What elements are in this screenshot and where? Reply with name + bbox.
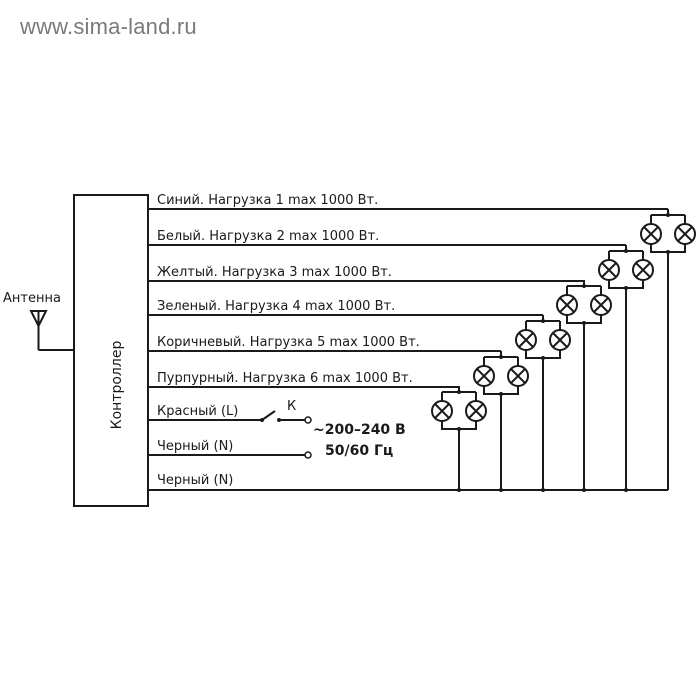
wire-label-2: Белый. Нагрузка 2 max 1000 Вт. [157,229,379,244]
wire-label-black-n-2: Черный (N) [157,473,233,488]
antenna-label: Антенна [3,291,61,306]
wire-label-3: Желтый. Нагрузка 3 max 1000 Вт. [157,265,392,280]
lamp-group-6 [431,385,487,492]
lamp-group-1 [640,208,696,490]
wire-label-red-l: Красный (L) [157,404,238,419]
wire-label-1: Синий. Нагрузка 1 max 1000 Вт. [157,193,378,208]
wire-label-black-n: Черный (N) [157,439,233,454]
watermark: www.sima-land.ru [20,14,197,39]
lamp-group-4 [515,314,571,492]
lamp-group-2 [598,244,654,492]
lamp-group-5 [473,350,529,492]
lamp-group-3 [556,279,612,492]
switch-label: К [287,399,296,414]
switch-k [260,410,312,459]
wire-label-4: Зеленый. Нагрузка 4 max 1000 Вт. [157,299,395,314]
power-voltage: ~200–240 В [313,422,406,438]
wire-label-6: Пурпурный. Нагрузка 6 max 1000 Вт. [157,371,413,386]
load-wires [148,208,668,491]
terminal-n [304,451,312,459]
terminal-l [304,416,312,424]
antenna-icon [29,310,74,351]
controller-label: Контроллер [109,341,125,430]
wire-label-5: Коричневый. Нагрузка 5 max 1000 Вт. [157,335,420,350]
power-frequency: 50/60 Гц [325,443,393,459]
